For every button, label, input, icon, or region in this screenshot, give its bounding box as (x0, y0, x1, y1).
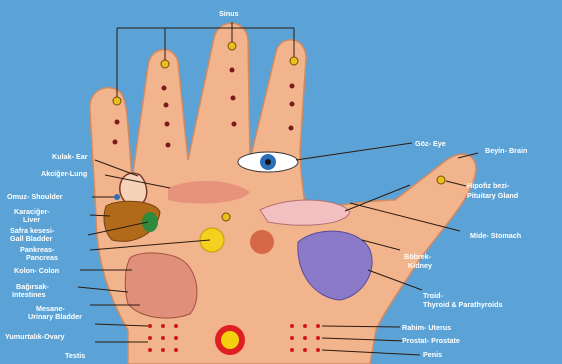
label-kidney-1: Böbrek- (404, 252, 432, 261)
label-thyroid-1: Troid- (423, 291, 444, 300)
label-colon: Kolon- Colon (14, 266, 59, 275)
organ-intestines (125, 253, 197, 318)
label-shoulder: Omuz- Shoulder (7, 192, 63, 201)
label-ear: Kulak- Ear (52, 152, 88, 161)
label-ovary: Yumurtalık-Ovary (5, 332, 65, 341)
label-pituitary-2: Pituitary Gland (467, 191, 518, 200)
organ-spleen (250, 230, 274, 254)
organ-pancreas (200, 228, 224, 252)
label-prostate: Prostat- Prostate (402, 336, 460, 345)
label-sinus: Sinus (219, 9, 239, 18)
label-bladder-2: Urinary Bladder (28, 312, 82, 321)
organ-gall-bladder (142, 212, 158, 232)
label-testis: Testis (65, 351, 85, 360)
label-eye: Göz- Eye (415, 139, 446, 148)
organ-ear (120, 173, 147, 205)
label-stomach: Mide- Stomach (470, 231, 521, 240)
label-kidney-2: Kidney (408, 261, 432, 270)
label-brain: Beyin- Brain (485, 146, 527, 155)
wrist-center-point (215, 325, 245, 355)
label-pancreas-2: Pancreas (26, 253, 58, 262)
label-thyroid-2: Thyroid & Parathyroids (423, 300, 502, 309)
organ-eye (238, 152, 298, 172)
label-pituitary-1: Hipofiz bezi- (467, 181, 510, 190)
label-intestines-2: Intestines (12, 290, 46, 299)
organ-shoulder (114, 194, 120, 200)
label-lung: Akciğer-Lung (41, 169, 87, 178)
label-penis: Penis (423, 350, 442, 359)
label-gall-2: Gall Bladder (10, 234, 53, 243)
label-liver-2: Liver (23, 215, 40, 224)
label-uterus: Rahim- Uterus (402, 323, 451, 332)
